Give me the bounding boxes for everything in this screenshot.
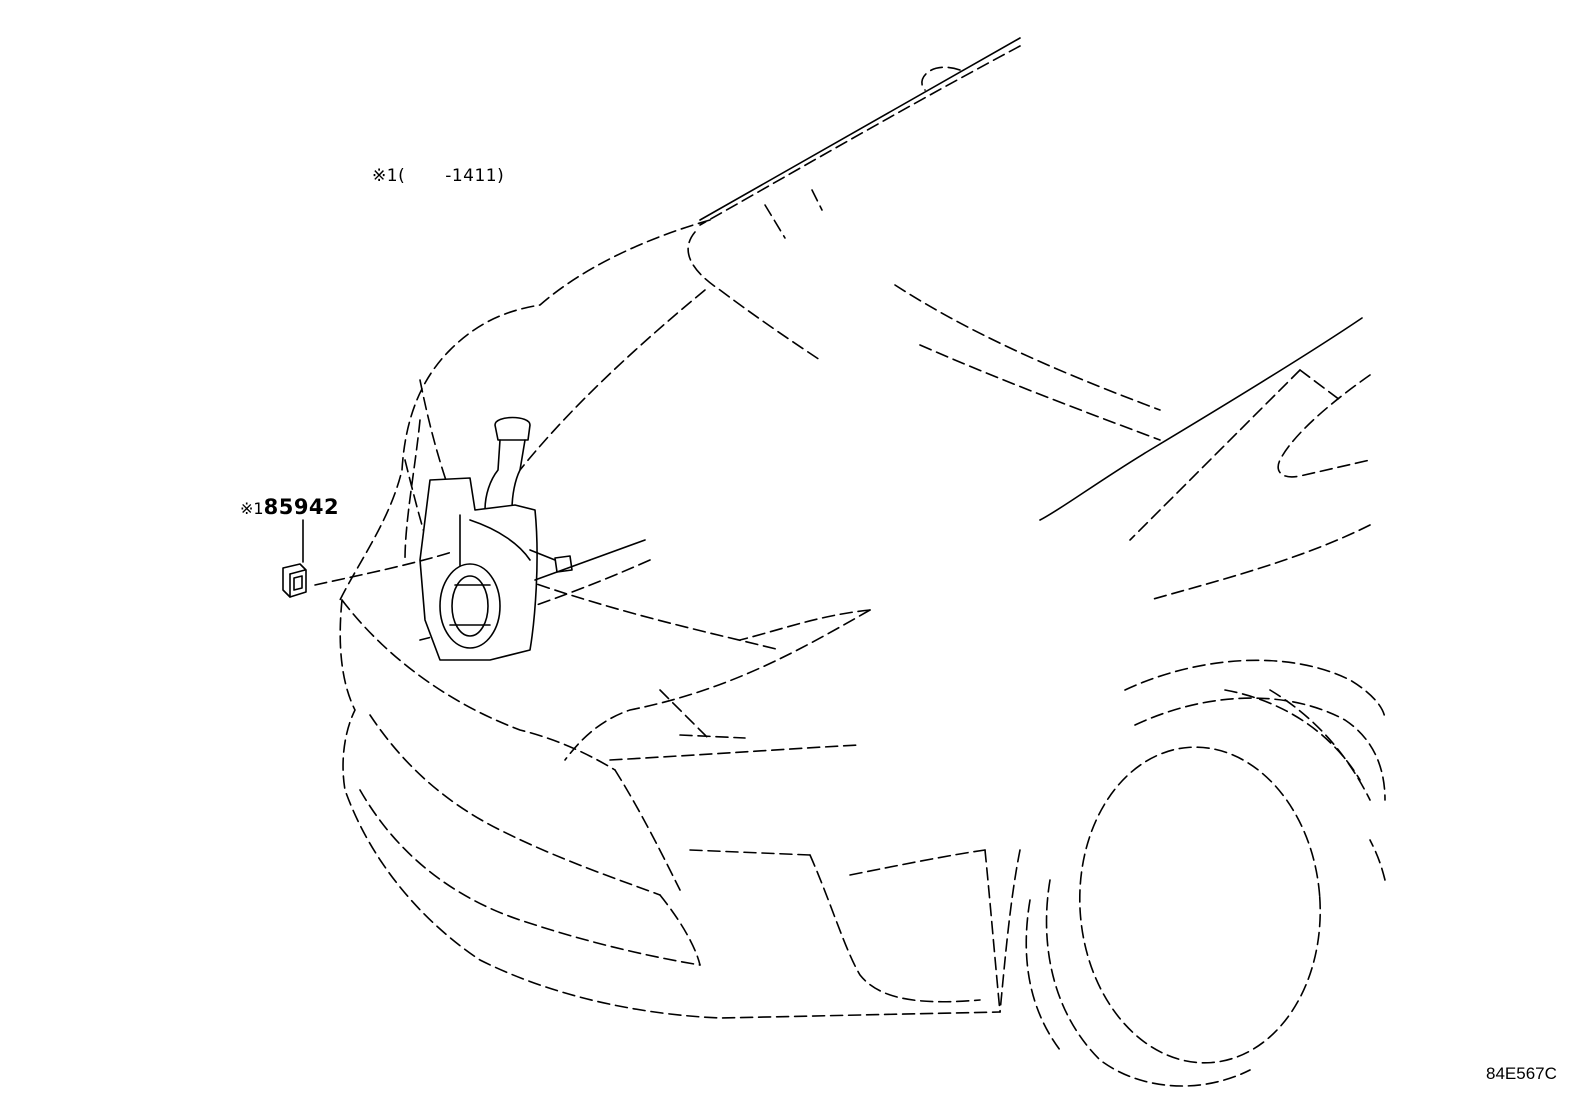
part-number[interactable]: 85942 <box>263 495 340 519</box>
part-callout[interactable]: ※185942 <box>240 495 339 519</box>
note-mark: ※1 <box>372 166 399 186</box>
relay-part-icon <box>282 519 453 598</box>
callout-mark: ※1 <box>240 499 264 518</box>
note-open-paren: ( <box>398 166 406 186</box>
washer-tank-icon <box>419 416 646 661</box>
applicability-note: ※1( -1411) <box>372 166 504 186</box>
illustration-id: 84E567C <box>1486 1064 1557 1083</box>
car-body-outline <box>339 37 1386 1087</box>
note-range: -1411) <box>445 166 505 186</box>
